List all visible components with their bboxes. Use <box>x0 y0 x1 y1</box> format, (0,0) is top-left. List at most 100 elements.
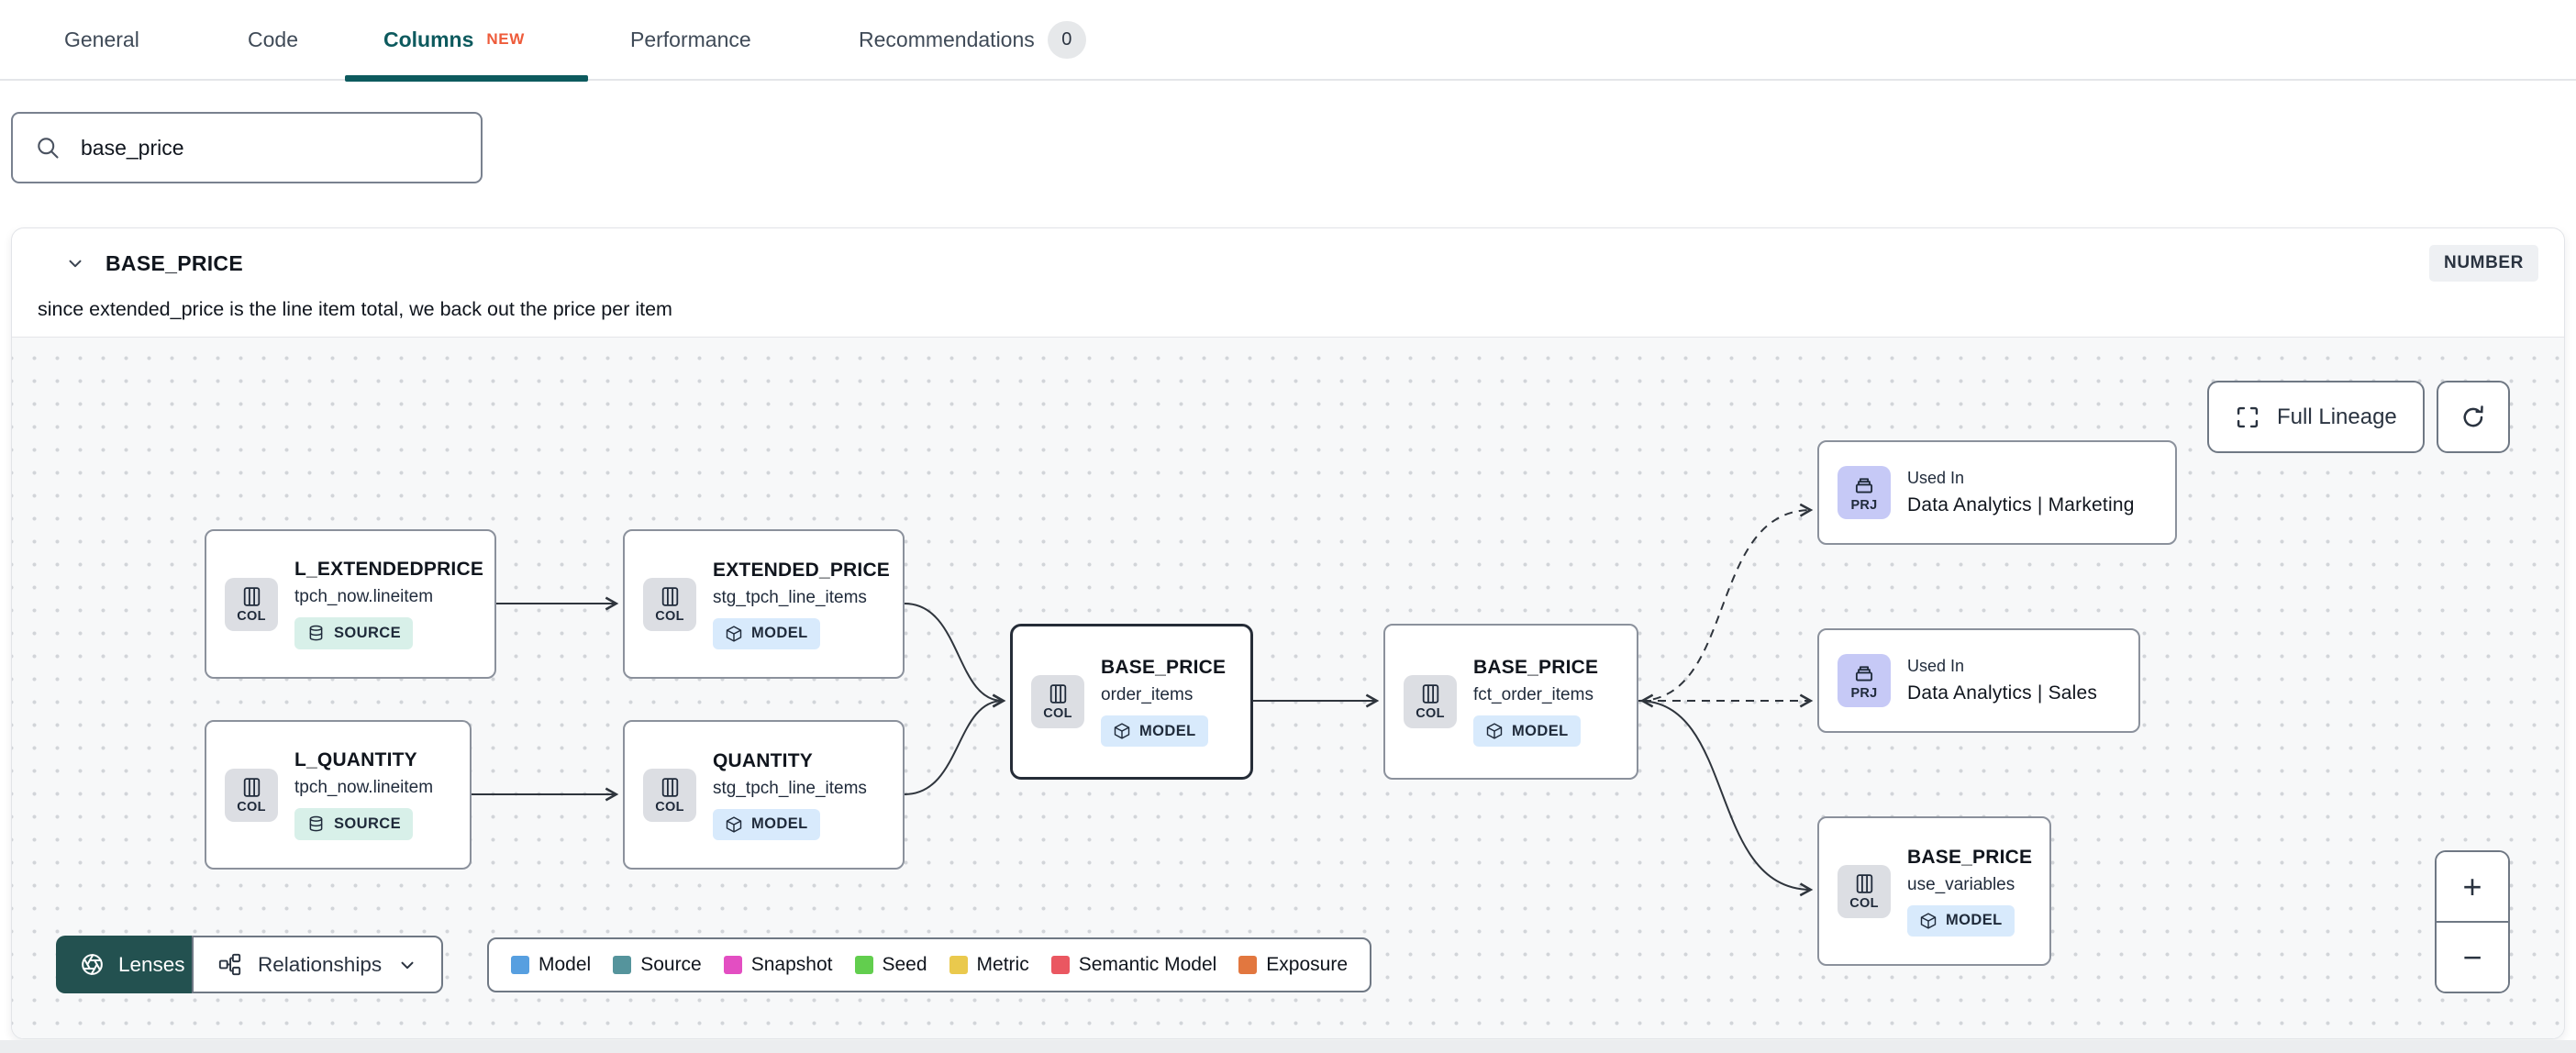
active-tab-underline <box>345 75 588 82</box>
resource-badge-model: MODEL <box>713 808 820 840</box>
legend-swatch <box>854 956 873 974</box>
cube-icon <box>1114 723 1130 739</box>
node-kicker: Used In <box>1907 657 1965 675</box>
columns-icon <box>1049 684 1066 704</box>
column-chip: COL <box>225 768 278 822</box>
node-title: QUANTITY <box>713 749 813 771</box>
legend-swatch <box>949 956 968 974</box>
project-chip: PRJ <box>1838 466 1891 519</box>
legend-label: Exposure <box>1266 954 1349 975</box>
badge-label: MODEL <box>1139 722 1196 739</box>
page-bottom-strip <box>0 1040 2576 1053</box>
zoom-in-button[interactable]: + <box>2437 852 2508 923</box>
tab-general[interactable]: General <box>64 0 139 79</box>
node-title: L_EXTENDEDPRICE <box>294 559 484 580</box>
node-title: L_QUANTITY <box>294 749 417 770</box>
chevron-down-icon[interactable] <box>65 253 85 273</box>
legend-item-semantic-model: Semantic Model <box>1050 954 1217 976</box>
tab-label: Recommendations <box>859 27 1035 51</box>
refresh-icon <box>2463 405 2483 427</box>
zoom-controls: + − <box>2435 850 2510 993</box>
legend-label: Snapshot <box>750 954 833 975</box>
legend-item-source: Source <box>613 954 702 976</box>
tab-recommendations[interactable]: Recommendations 0 <box>859 0 1086 79</box>
lineage-node-quantity[interactable]: COL QUANTITY stg_tpch_line_items MODEL <box>623 720 905 870</box>
project-chip: PRJ <box>1838 654 1891 707</box>
database-icon <box>309 625 323 641</box>
refresh-button[interactable] <box>2437 381 2510 453</box>
full-lineage-button[interactable]: Full Lineage <box>2207 381 2425 453</box>
legend-label: Seed <box>882 954 927 975</box>
node-subtitle: use_variables <box>1907 874 2015 894</box>
legend-label: Metric <box>976 954 1029 975</box>
tab-bar: General Code Columns NEW Performance Rec… <box>0 0 2576 82</box>
chip-label: COL <box>1849 895 1879 911</box>
project-icon <box>1855 477 1873 493</box>
lineage-node-base-price-use-variables[interactable]: COL BASE_PRICE use_variables MODEL <box>1817 816 2051 966</box>
resource-badge-model: MODEL <box>1473 715 1581 747</box>
lenses-button[interactable]: Lenses <box>56 936 209 993</box>
node-title: BASE_PRICE <box>1907 846 2033 868</box>
node-subtitle: order_items <box>1101 685 1194 704</box>
zoom-out-button[interactable]: − <box>2437 923 2508 992</box>
aperture-icon <box>82 954 103 975</box>
tab-label: General <box>64 27 139 51</box>
cube-icon <box>726 625 742 642</box>
lineage-node-l-quantity[interactable]: COL L_QUANTITY tpch_now.lineitem SOURCE <box>205 720 472 870</box>
legend-label: Semantic Model <box>1078 954 1217 975</box>
lineage-node-used-in-sales[interactable]: PRJ Used In Data Analytics | Sales <box>1817 628 2140 733</box>
legend-item-seed: Seed <box>854 954 927 976</box>
columns-icon <box>1856 873 1872 893</box>
lineage-node-base-price-fct-order-items[interactable]: COL BASE_PRICE fct_order_items MODEL <box>1383 624 1638 780</box>
chip-label: COL <box>237 799 266 815</box>
lineage-canvas[interactable]: COL L_EXTENDEDPRICE tpch_now.lineitem SO… <box>12 337 2564 1038</box>
chip-label: COL <box>655 608 684 624</box>
new-badge: NEW <box>486 30 525 48</box>
node-subtitle: tpch_now.lineitem <box>294 587 434 606</box>
columns-icon <box>1422 684 1438 704</box>
chip-label: COL <box>237 608 266 624</box>
node-title: BASE_PRICE <box>1473 657 1599 678</box>
column-search[interactable] <box>11 112 483 183</box>
column-chip: COL <box>643 768 696 822</box>
columns-icon <box>243 777 260 797</box>
badge-label: MODEL <box>1512 722 1569 739</box>
badge-label: MODEL <box>751 815 808 832</box>
lineage-node-used-in-marketing[interactable]: PRJ Used In Data Analytics | Marketing <box>1817 440 2177 545</box>
relationships-dropdown[interactable]: Relationships <box>192 936 444 993</box>
badge-label: MODEL <box>1946 912 2003 928</box>
column-card: BASE_PRICE NUMBER since extended_price i… <box>11 227 2565 1039</box>
column-name: BASE_PRICE <box>105 250 243 275</box>
relationships-label: Relationships <box>258 952 383 976</box>
lineage-node-base-price-order-items[interactable]: COL BASE_PRICE order_items MODEL <box>1010 624 1253 780</box>
chip-label: PRJ <box>1850 497 1878 513</box>
tab-performance[interactable]: Performance <box>630 0 751 79</box>
column-chip: COL <box>643 577 696 631</box>
chip-label: COL <box>1043 706 1072 721</box>
column-type-badge: NUMBER <box>2429 245 2538 282</box>
chip-label: COL <box>655 799 684 815</box>
column-description: since extended_price is the line item to… <box>38 298 672 320</box>
tab-code[interactable]: Code <box>248 0 298 79</box>
columns-icon <box>661 777 678 797</box>
legend-item-exposure: Exposure <box>1238 954 1348 976</box>
lineage-node-l-extendedprice[interactable]: COL L_EXTENDEDPRICE tpch_now.lineitem SO… <box>205 529 496 679</box>
legend-label: Source <box>640 954 702 975</box>
tab-label: Code <box>248 27 298 51</box>
lineage-node-extended-price[interactable]: COL EXTENDED_PRICE stg_tpch_line_items M… <box>623 529 905 679</box>
chip-label: PRJ <box>1850 685 1878 701</box>
search-input[interactable] <box>79 134 459 161</box>
search-icon <box>38 138 59 159</box>
column-chip: COL <box>1404 675 1457 728</box>
cube-icon <box>1920 912 1937 929</box>
resource-badge-model: MODEL <box>1101 715 1208 747</box>
tab-columns[interactable]: Columns NEW <box>383 0 525 79</box>
cube-icon <box>1486 723 1503 739</box>
resource-badge-model: MODEL <box>713 617 820 649</box>
database-icon <box>309 815 323 832</box>
node-title: Data Analytics | Sales <box>1907 682 2098 704</box>
node-kicker: Used In <box>1907 469 1965 487</box>
node-subtitle: stg_tpch_line_items <box>713 778 867 798</box>
node-title: EXTENDED_PRICE <box>713 559 891 581</box>
tab-label: Performance <box>630 27 751 51</box>
